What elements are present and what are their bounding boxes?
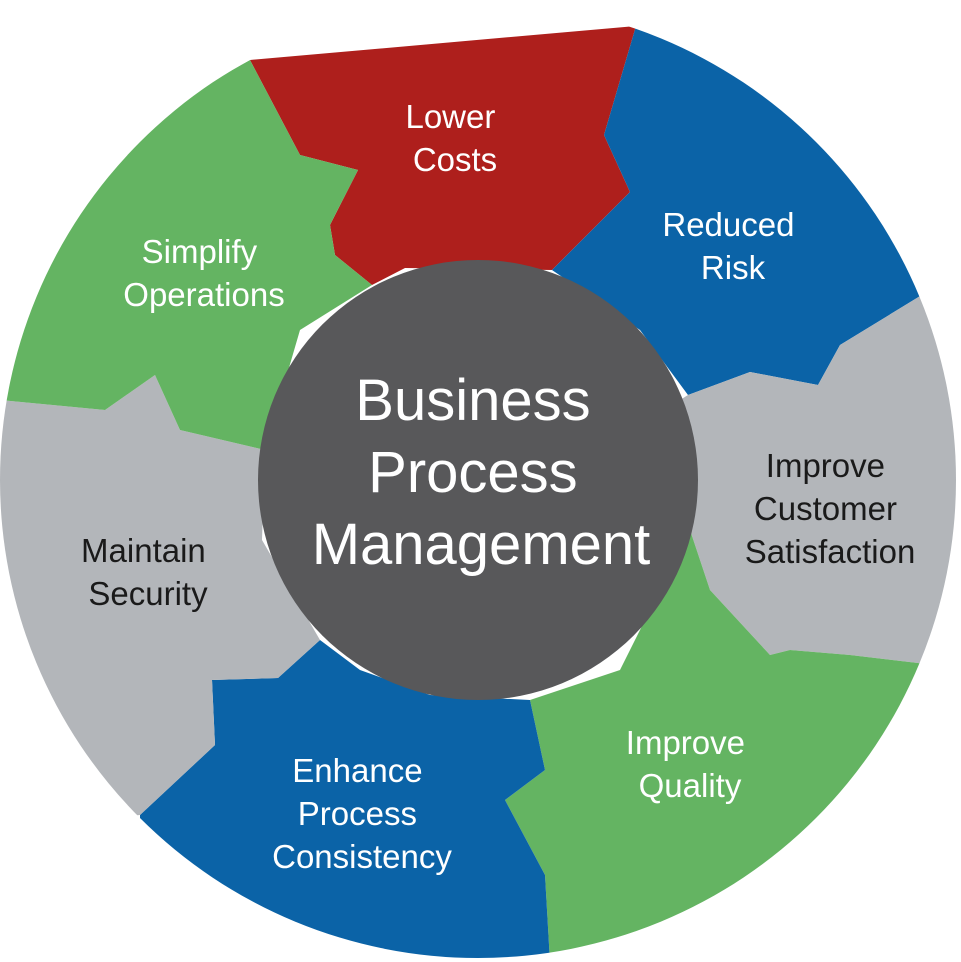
center-title: Business Process Management: [312, 368, 651, 577]
segment-enhance-process-consistency: [140, 640, 550, 958]
label-line: Risk: [701, 249, 766, 286]
label-line: Consistency: [272, 838, 452, 875]
center-title-line: Business: [355, 368, 590, 433]
label-reduced-risk: Reduced Risk: [662, 206, 803, 286]
label-line: Security: [88, 575, 208, 612]
segment-maintain-security: [0, 375, 320, 830]
center-circle: [258, 260, 698, 700]
label-lower-costs: Lower Costs: [405, 98, 504, 178]
label-line: Enhance: [292, 752, 422, 789]
label-line: Process: [298, 795, 417, 832]
center-title-line: Management: [312, 512, 651, 577]
label-line: Costs: [413, 141, 497, 178]
label-maintain-security: Maintain Security: [81, 532, 215, 612]
label-line: Operations: [123, 276, 284, 313]
segment-lower-costs: [250, 26, 636, 285]
label-line: Satisfaction: [745, 533, 916, 570]
label-improve-quality: Improve Quality: [626, 724, 754, 804]
label-line: Improve: [766, 447, 885, 484]
label-simplify-operations: Simplify Operations: [123, 233, 284, 313]
label-line: Maintain: [81, 532, 206, 569]
label-line: Quality: [639, 767, 742, 804]
label-line: Reduced: [662, 206, 794, 243]
label-line: Improve: [626, 724, 745, 761]
center-title-line: Process: [368, 440, 578, 505]
segment-improve-customer-satisfaction: [680, 290, 956, 680]
label-enhance-process-consistency: Enhance Process Consistency: [272, 752, 452, 875]
label-line: Lower: [405, 98, 495, 135]
label-line: Customer: [754, 490, 897, 527]
label-improve-customer-satisfaction: Improve Customer Satisfaction: [745, 447, 916, 570]
label-line: Simplify: [142, 233, 258, 270]
